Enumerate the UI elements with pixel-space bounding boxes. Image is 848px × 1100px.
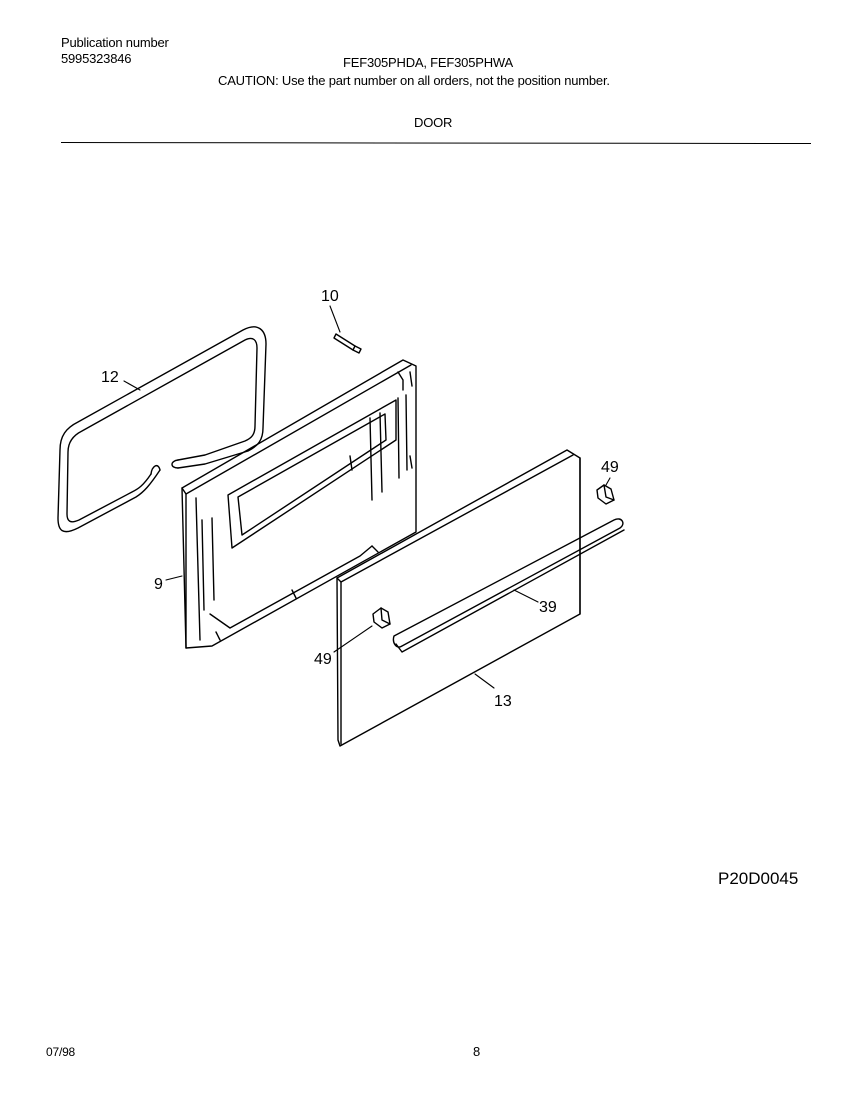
callout-49-top: 49: [601, 459, 619, 476]
door-screw-part: [333, 333, 362, 354]
caution-note: CAUTION: Use the part number on all orde…: [218, 73, 610, 88]
callout-12: 12: [101, 369, 119, 386]
leader-lines: [123, 305, 611, 689]
callout-10: 10: [321, 288, 339, 305]
inner-door-panel-part: [181, 359, 417, 649]
publication-label: Publication number: [61, 35, 169, 50]
door-gasket-part: [57, 326, 267, 533]
page-number: 8: [473, 1044, 481, 1059]
publication-number: 5995323846: [61, 51, 132, 66]
diagram-reference-code: P20D0045: [718, 869, 799, 888]
section-title: DOOR: [414, 115, 453, 130]
callout-49-bottom: 49: [314, 651, 332, 668]
outer-door-panel-part: [336, 449, 581, 747]
callout-9: 9: [154, 576, 163, 593]
door-handle-part: [392, 518, 625, 653]
handle-end-cap-top-part: [596, 484, 615, 505]
revision-date: 07/98: [46, 1045, 76, 1059]
model-numbers: FEF305PHDA, FEF305PHWA: [343, 55, 513, 70]
callout-39: 39: [539, 599, 557, 616]
callout-13: 13: [494, 693, 512, 710]
handle-end-cap-bottom-part: [372, 607, 391, 629]
